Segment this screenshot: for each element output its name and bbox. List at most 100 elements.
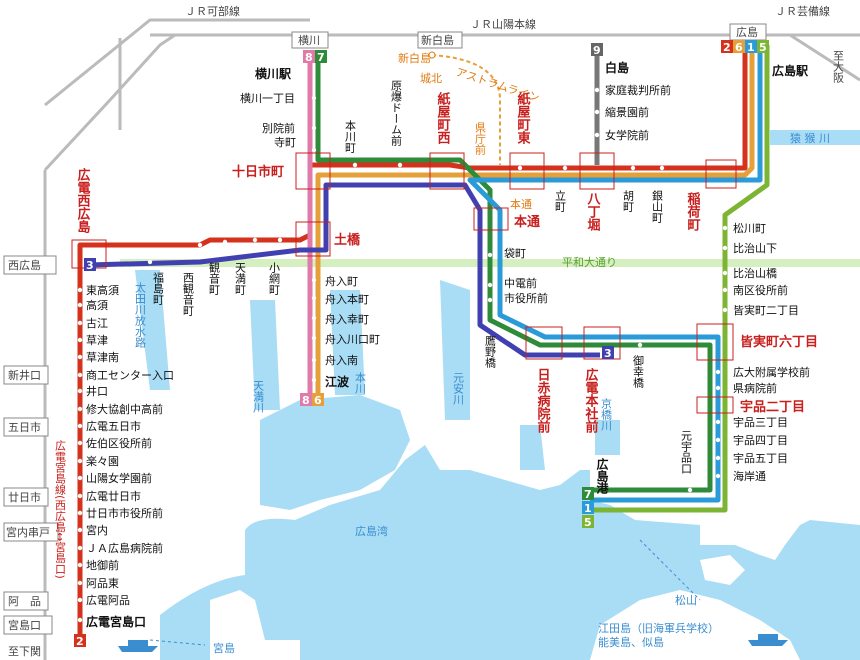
- label-mj-9: 佐伯区役所前: [86, 436, 152, 450]
- label-kenbyoin: 県病院前: [733, 381, 777, 395]
- label-nisseki: 日赤病院前: [535, 368, 551, 434]
- ferry-routes: [149, 539, 701, 646]
- label-kamiyacho-e: 紙屋町東: [515, 91, 531, 145]
- label-mj-6: 井口: [86, 384, 108, 398]
- label-funairi-0: 舟入町: [325, 274, 358, 288]
- label-betsuin: 別院前: [262, 121, 295, 135]
- badge-8-eba: 8: [302, 394, 310, 407]
- label-hijiyama-3: 皆実町二丁目: [733, 303, 799, 317]
- land-shapes: [210, 555, 800, 660]
- label-minami6: 皆実町六丁目: [740, 334, 818, 350]
- astram-hondori: 本通: [510, 197, 532, 211]
- station-labels: 横川駅 横川一丁目 別院前 寺町 十日市町 土橋 舟入町 舟入本町 舟入幸町 舟…: [54, 60, 831, 629]
- badge-5-hiroshima: 5: [759, 41, 767, 54]
- jr-ajina: 阿 品: [8, 595, 41, 608]
- label-hiroshima-bay: 広島湾: [355, 524, 388, 538]
- label-mj-3: 草津: [86, 334, 108, 347]
- label-hijiyama-1: 比治山橋: [733, 266, 777, 280]
- badge-7-yokogawa: 7: [317, 51, 325, 64]
- badge-3-west: 3: [86, 259, 94, 272]
- jr-miyajimaguchi: 宮島口: [8, 618, 41, 632]
- jr-shinichi: 新井口: [8, 368, 41, 382]
- label-matsukawa: 松川町: [733, 221, 766, 235]
- label-miyajima: 宮島: [213, 641, 235, 655]
- label-ujina4: 宇品四丁目: [733, 434, 788, 447]
- badge-1-ujina: 1: [584, 502, 592, 515]
- label-miyajimaguchi-t: 広電宮島口: [86, 614, 146, 629]
- badge-2-hiroshima: 2: [723, 41, 731, 54]
- jr-hiroshima: 広島: [736, 25, 758, 39]
- geo-labels: 太田川放水路 天満川 本川 元安川 京橋川 広島湾 宮島 松山 江田島（旧海軍兵…: [134, 282, 720, 655]
- label-koami: 小網町: [268, 262, 281, 295]
- label-honkawa-river: 本川: [354, 371, 367, 394]
- label-hijiyama-2: 南区役所前: [733, 283, 788, 297]
- label-honsha: 広電本社前: [583, 367, 600, 434]
- label-kyobashi-river: 京橋川: [600, 397, 613, 431]
- label-funairi-1: 舟入本町: [325, 292, 369, 306]
- label-katei: 家庭裁判所前: [605, 83, 671, 97]
- label-mj-7: 修大協創中高前: [86, 402, 163, 416]
- label-genbaku: 原爆ドーム前: [390, 80, 403, 147]
- label-dobashi: 土橋: [334, 232, 361, 248]
- badge-6-hiroshima: 6: [735, 41, 743, 54]
- label-hakushima: 白島: [605, 60, 629, 75]
- label-shukkeien: 縮景園前: [605, 105, 649, 119]
- label-hiroshima-ko: 広島港: [595, 457, 609, 495]
- jr-yokogawa: 横川: [298, 33, 320, 47]
- label-mj-1: 高須: [86, 298, 108, 312]
- label-chuden: 中電前: [504, 276, 537, 290]
- label-shiyakusho: 市役所前: [504, 291, 548, 305]
- label-tokaichi: 十日市町: [232, 164, 284, 180]
- line-badges: 8 7 9 2 6 1 5 8 6 3 3 7 1 5 2: [74, 40, 769, 648]
- label-honkawa: 本川町: [344, 119, 357, 153]
- label-mj-0: 東高須: [86, 283, 119, 297]
- label-kosai: 広大附属学校前: [733, 365, 810, 379]
- label-mj-8: 広電五日市: [86, 419, 141, 433]
- jr-kabe-line-label: ＪＲ可部線: [185, 4, 240, 18]
- jr-station-boxes: 横川 新白島 広島 西広島 新井口 五日市 廿日市 宮内串戸 阿 品 宮島口: [3, 23, 767, 635]
- label-tenma-river: 天満川: [252, 380, 265, 413]
- badge-1-hiroshima: 1: [747, 41, 755, 54]
- label-mj-12: 広電廿日市: [86, 489, 141, 503]
- jr-sanyo-line-label: ＪＲ山陽本線: [470, 17, 536, 31]
- transfer-boxes: [71, 152, 737, 414]
- ferry-icons: [118, 634, 788, 652]
- badge-2-miyajima: 2: [76, 635, 84, 648]
- badge-3-honsha: 3: [604, 347, 612, 360]
- label-mj-2: 古江: [86, 317, 108, 330]
- label-mj-13: 廿日市市役所前: [86, 506, 163, 520]
- label-kamiyacho-w: 紙屋町西: [435, 91, 451, 145]
- tram-lines: [77, 45, 770, 640]
- label-mj-4: 草津南: [86, 351, 119, 364]
- label-funairi-4: 舟入南: [325, 353, 358, 367]
- label-ginzan: 銀山町: [651, 189, 664, 223]
- label-nomi: 能美島、似島: [598, 635, 664, 649]
- label-fukushima: 福島町: [152, 271, 165, 305]
- badge-6-eba: 6: [314, 394, 322, 407]
- label-takano: 鷹野橋: [484, 334, 497, 369]
- label-motoyasu-river: 元安川: [452, 372, 465, 405]
- jr-miyauchi: 宮内串戸: [6, 525, 50, 539]
- label-hijiyama-0: 比治山下: [733, 241, 777, 255]
- label-tatemachi: 立町: [554, 189, 567, 212]
- label-mj-11: 山陽女学園前: [86, 471, 152, 485]
- label-fukuromachi: 袋町: [504, 246, 526, 260]
- label-hatchobori: 八丁堀: [585, 192, 602, 232]
- label-ebisu: 胡町: [622, 189, 635, 212]
- label-hondori: 本通: [514, 214, 540, 230]
- badge-8-yokogawa: 8: [305, 51, 313, 64]
- label-matsuyama: 松山: [675, 593, 697, 607]
- label-ujina3: 宇品三丁目: [733, 416, 788, 429]
- label-hiroshima-eki: 広島駅: [772, 63, 809, 78]
- label-teramachi: 寺町: [274, 136, 296, 149]
- astram-shinhakushima: 新白島: [398, 51, 431, 65]
- label-mj-10: 楽々園: [86, 455, 119, 468]
- label-etajima: 江田島（旧海軍兵学校）: [598, 621, 719, 635]
- station-dots: [77, 87, 728, 623]
- badge-9: 9: [593, 44, 601, 57]
- ferry-icon-east: [748, 634, 788, 646]
- label-nishikannon: 西観音町: [182, 272, 195, 316]
- label-eba: 江波: [325, 374, 350, 389]
- label-ujina2: 宇品二丁目: [740, 399, 805, 415]
